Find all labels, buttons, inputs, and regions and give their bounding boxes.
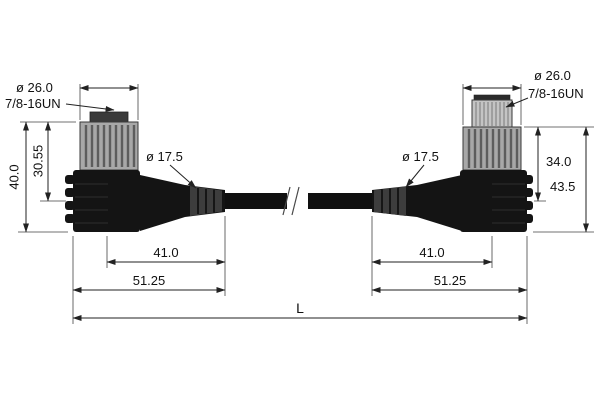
right-body-rib: [523, 188, 533, 197]
left-height-inner-label: 30.55: [31, 145, 46, 178]
left-body-rib: [65, 201, 75, 210]
right-connector: [372, 94, 533, 232]
left-connector: [65, 111, 225, 232]
left-body-rib: [65, 214, 75, 223]
left-body-rib: [65, 188, 75, 197]
left-connector-body: [73, 170, 140, 232]
leader-left-thread: [65, 103, 115, 112]
left-connector-cap: [89, 111, 129, 124]
left-length-outer-label: 51.25: [133, 273, 166, 288]
right-height-outer-label: 43.5: [550, 179, 575, 194]
leader-left-cable-diameter: [169, 164, 197, 189]
dimension-lines: [23, 85, 589, 321]
right-thread-label: 7/8-16UN: [528, 86, 584, 101]
left-diameter-label: ø 26.0: [16, 80, 53, 95]
left-cable-diameter-label: ø 17.5: [146, 149, 183, 164]
right-body-rib: [523, 214, 533, 223]
right-diameter-label: ø 26.0: [534, 68, 571, 83]
cable-right-segment: [308, 193, 372, 209]
left-body-rib: [65, 175, 75, 184]
right-body-rib: [523, 201, 533, 210]
cable: [225, 186, 372, 216]
left-thread-label: 7/8-16UN: [5, 96, 61, 111]
right-body-grooves: [492, 183, 525, 224]
overall-length-label: L: [296, 300, 304, 316]
left-nut-knurl: [84, 125, 136, 167]
right-grip-ridges: [381, 188, 399, 215]
leader-right-thread: [505, 97, 529, 108]
leader-right-cable-diameter: [405, 164, 425, 188]
cable-break-symbol: [282, 186, 300, 216]
right-nut-knurl: [467, 129, 519, 168]
dimension-labels: ø 26.0 7/8-16UN 30.55 40.0 ø 17.5 41.0 5…: [5, 68, 584, 316]
right-connector-body: [460, 170, 527, 232]
left-length-inner-label: 41.0: [153, 245, 178, 260]
cable-left-segment: [225, 193, 287, 209]
right-length-outer-label: 51.25: [434, 273, 467, 288]
left-height-outer-label: 40.0: [7, 164, 22, 189]
right-cable-diameter-label: ø 17.5: [402, 149, 439, 164]
right-length-inner-label: 41.0: [419, 245, 444, 260]
right-height-inner-label: 34.0: [546, 154, 571, 169]
right-thread-hatch: [475, 102, 509, 126]
left-grip-ridges: [197, 188, 215, 214]
right-body-rib: [523, 175, 533, 184]
left-body-grooves: [75, 183, 108, 224]
